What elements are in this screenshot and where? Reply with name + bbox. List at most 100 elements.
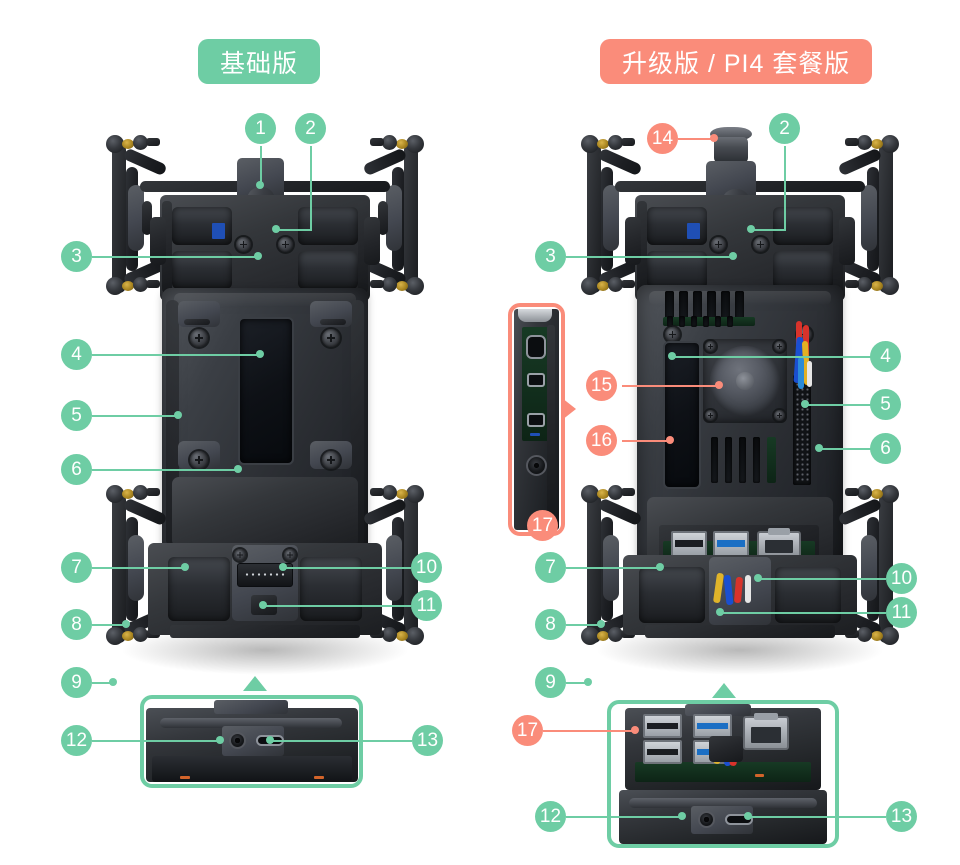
leader-line-17b <box>543 730 635 732</box>
callout-r3[interactable]: 3 <box>535 241 566 272</box>
callout-4[interactable]: 4 <box>61 339 92 370</box>
usb-a-3-0-port-icon <box>693 714 732 738</box>
micro-hdmi-port-1-icon <box>527 373 545 387</box>
callout-12[interactable]: 12 <box>61 725 92 756</box>
leader-line-12 <box>92 740 220 742</box>
callout-2[interactable]: 2 <box>295 113 326 144</box>
callout-r8[interactable]: 8 <box>535 609 566 640</box>
leader-dot-3 <box>254 252 262 260</box>
usb-a-2-0-port-2-icon <box>643 740 682 764</box>
leader-line-r6 <box>819 448 885 450</box>
leader-line-r2b <box>751 229 786 231</box>
leader-dot-r8 <box>597 620 605 628</box>
inset-frame-right-rear <box>607 700 839 848</box>
side-ports-view <box>514 309 559 530</box>
callout-7[interactable]: 7 <box>61 552 92 583</box>
callout-r13[interactable]: 13 <box>886 801 917 832</box>
leader-dot-17b <box>631 726 639 734</box>
leader-dot-9 <box>109 678 117 686</box>
leader-dot-r9 <box>584 678 592 686</box>
inset-pointer-right-rear <box>712 683 736 698</box>
leader-line-11 <box>263 605 411 607</box>
leader-line-r2 <box>784 146 786 230</box>
leader-dot-r13 <box>744 812 752 820</box>
leader-dot-r11 <box>716 608 724 616</box>
rear-view-basic <box>146 700 358 782</box>
leader-line-3 <box>92 256 260 258</box>
inset-pointer-right-side <box>562 398 576 420</box>
leader-dot-16 <box>666 436 674 444</box>
robot-photo-upgrade <box>575 125 905 685</box>
leader-dot-7 <box>181 563 189 571</box>
leader-line-r11 <box>720 612 886 614</box>
callout-5[interactable]: 5 <box>61 400 92 431</box>
leader-dot-2 <box>272 225 280 233</box>
leader-dot-r4 <box>668 352 676 360</box>
leader-line-4 <box>92 354 262 356</box>
callout-r9[interactable]: 9 <box>535 667 566 698</box>
leader-line-10 <box>283 567 411 569</box>
callout-11[interactable]: 11 <box>411 590 442 621</box>
leader-line-1 <box>260 146 262 186</box>
leader-dot-r7 <box>656 563 664 571</box>
leader-dot-12 <box>216 736 224 744</box>
callout-8[interactable]: 8 <box>61 609 92 640</box>
leader-dot-8 <box>122 620 130 628</box>
leader-line-r3 <box>566 256 734 258</box>
gpio-header-icon <box>793 375 811 485</box>
leader-line-r7 <box>566 567 661 569</box>
callout-1[interactable]: 1 <box>245 113 276 144</box>
dc-jack-rear-icon <box>698 811 715 828</box>
leader-line-7 <box>92 567 187 569</box>
leader-dot-r6 <box>815 444 823 452</box>
callout-17b[interactable]: 17 <box>512 715 543 746</box>
leader-line-9 <box>92 682 114 684</box>
leader-dot-6 <box>234 465 242 473</box>
leader-line-2 <box>310 146 312 230</box>
leader-line-r12 <box>566 816 682 818</box>
callout-10[interactable]: 10 <box>411 552 442 583</box>
callout-6[interactable]: 6 <box>61 454 92 485</box>
callout-r6[interactable]: 6 <box>870 433 901 464</box>
leader-dot-10 <box>279 563 287 571</box>
callout-r12[interactable]: 12 <box>535 801 566 832</box>
callout-14[interactable]: 14 <box>647 123 678 154</box>
callout-3[interactable]: 3 <box>61 241 92 272</box>
rear-view-upgrade <box>613 704 833 844</box>
callout-r5[interactable]: 5 <box>870 389 901 420</box>
callout-9[interactable]: 9 <box>61 667 92 698</box>
leader-dot-r10 <box>754 574 762 582</box>
leader-dot-1 <box>256 181 264 189</box>
leader-dot-5 <box>174 411 182 419</box>
robot-photo-basic <box>100 125 430 685</box>
leader-dot-r3 <box>729 252 737 260</box>
leader-line-r9 <box>566 682 588 684</box>
leader-dot-11 <box>259 601 267 609</box>
callout-r7[interactable]: 7 <box>535 552 566 583</box>
callout-17a[interactable]: 17 <box>527 510 558 541</box>
leader-line-15 <box>622 385 719 387</box>
dc-jack-side-icon <box>526 455 547 476</box>
leader-dot-r2 <box>747 225 755 233</box>
version-badge-basic: 基础版 <box>198 39 321 84</box>
leader-dot-15 <box>715 381 723 389</box>
callout-16[interactable]: 16 <box>586 425 617 456</box>
leader-line-16 <box>622 440 670 442</box>
leader-line-r4 <box>672 356 885 358</box>
callout-r4[interactable]: 4 <box>870 341 901 372</box>
inset-pointer-left <box>243 676 267 691</box>
leader-line-r13 <box>748 816 886 818</box>
dc-jack-icon <box>229 732 246 749</box>
callout-15[interactable]: 15 <box>586 370 617 401</box>
callout-r10[interactable]: 10 <box>886 563 917 594</box>
leader-dot-14 <box>710 134 718 142</box>
callout-r11[interactable]: 11 <box>886 597 917 628</box>
callout-r2[interactable]: 2 <box>769 113 800 144</box>
leader-dot-r12 <box>678 812 686 820</box>
leader-line-r5 <box>805 404 885 406</box>
leader-line-5 <box>92 415 180 417</box>
leader-line-8 <box>92 624 128 626</box>
antenna-knob-icon <box>714 137 748 163</box>
callout-13[interactable]: 13 <box>412 725 443 756</box>
